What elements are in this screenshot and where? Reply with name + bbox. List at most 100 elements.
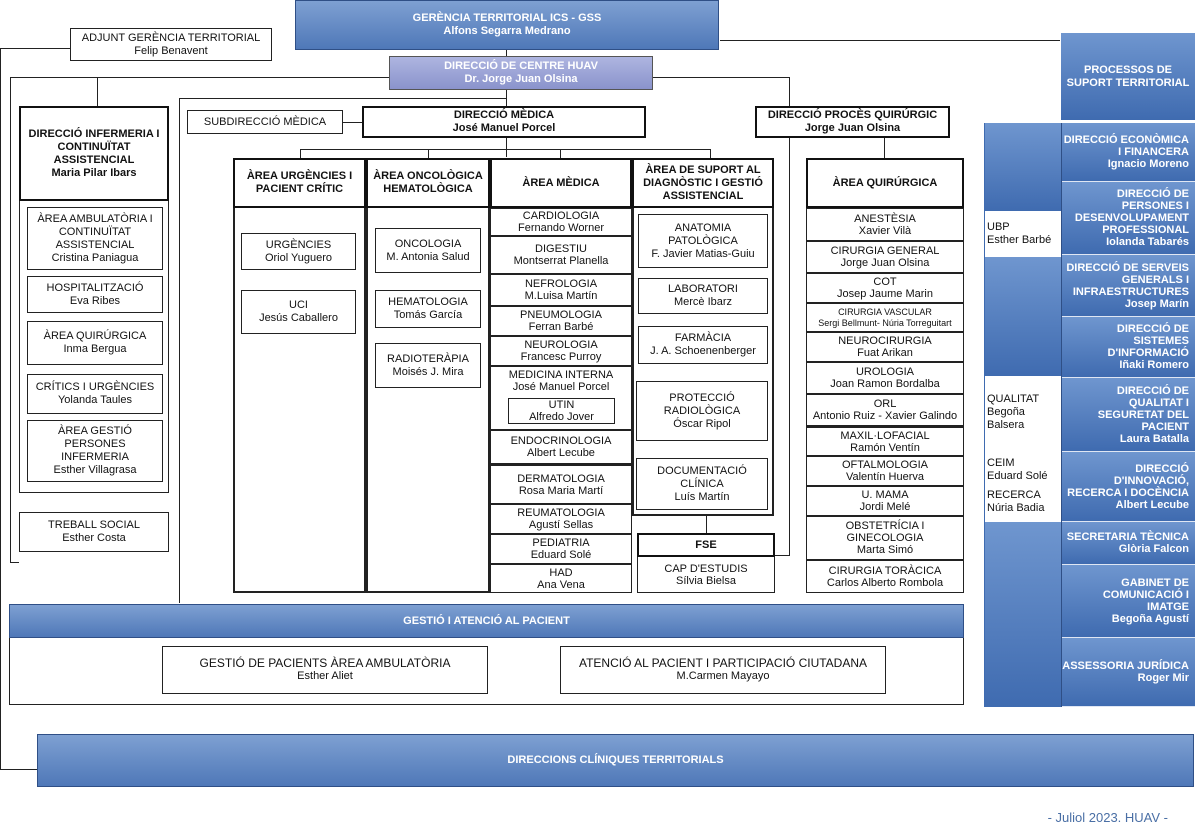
item-name: Óscar Ripol <box>673 417 731 430</box>
item-title: PROTECCIÓ RADIOLÒGICA <box>663 391 741 417</box>
right-panel-item: GABINET DE COMUNICACIÓ I IMATGE Begoña A… <box>1062 565 1195 638</box>
gerencia-box: GERÈNCIA TERRITORIAL ICS - GSS Alfons Se… <box>295 0 719 50</box>
item-title: ENDOCRINOLOGIA <box>510 435 612 447</box>
area-medica-item: CARDIOLOGIA Fernando Worner <box>490 208 632 236</box>
side-block <box>984 522 1061 707</box>
cap-estudis: CAP D'ESTUDIS Sílvia Bielsa <box>638 558 774 592</box>
item-name: Eduard Solé <box>530 549 592 561</box>
item-name: Esther Villagrasa <box>53 464 137 476</box>
side-name: Esther Barbé <box>987 234 1052 246</box>
treball-social-box: TREBALL SOCIAL Esther Costa <box>19 512 169 552</box>
right-panel-item: DIRECCIÓ DE PERSONES I DESENVOLUPAMENT P… <box>1062 182 1195 255</box>
connector-line <box>97 77 98 106</box>
connector-line <box>884 138 885 158</box>
item-title: DIRECCIÓ MÈDICA <box>453 109 555 121</box>
side-title: CEIM <box>987 457 1015 469</box>
item-title: SUBDIRECCIÓ MÈDICA <box>203 115 327 128</box>
connector-line <box>710 149 711 158</box>
side-name: Eduard Solé <box>987 470 1048 482</box>
item-name: Francesc Purroy <box>520 351 602 363</box>
item-title: CIRURGIA VASCULAR <box>838 306 932 317</box>
item-title: DIRECCIÓ DE SISTEMES D'INFORMACIÓ <box>1107 323 1189 359</box>
item-name: Carlos Alberto Rombola <box>826 576 944 589</box>
item-title: ANATOMIA PATOLÒGICA <box>668 221 738 247</box>
territorials-title: DIRECCIONS CLÍNIQUES TERRITORIALS <box>507 754 724 766</box>
infermeria-item: ÀREA GESTIÓ PERSONES INFERMERIA Esther V… <box>27 420 163 482</box>
item-name: Fernando Worner <box>517 222 604 234</box>
quirurgica-item: OFTALMOLOGIA Valentín Huerva <box>806 456 964 486</box>
quirurgica-item: U. MAMA Jordi Melé <box>806 486 964 516</box>
item-name: Esther Aliet <box>297 670 353 682</box>
item-title: UROLOGIA <box>855 366 915 378</box>
item-name: Eva Ribes <box>69 294 121 307</box>
item-title: CIRURGIA TORÀCICA <box>828 564 942 577</box>
processos-title: PROCESSOS DE SUPORT TERRITORIAL <box>1066 63 1190 89</box>
adjunt-title: ADJUNT GERÈNCIA TERRITORIAL <box>81 31 261 44</box>
item-name: Laura Batalla <box>1119 432 1189 445</box>
side-recerca: RECERCA Núria Badia <box>984 489 1061 515</box>
item-title: FARMÀCIA <box>674 332 732 344</box>
item-title: NEUROCIRURGIA <box>838 335 932 347</box>
right-panel-item: DIRECCIÓ DE SERVEIS GENERALS I INFRAESTR… <box>1062 255 1195 317</box>
item-title: ATENCIÓ AL PACIENT I PARTICIPACIÓ CIUTAD… <box>578 656 868 670</box>
area-medica-item: PEDIATRIA Eduard Solé <box>490 534 632 564</box>
item-title: GESTIÓ DE PACIENTS ÀREA AMBULATÒRIA <box>199 656 451 670</box>
side-qualitat: QUALITAT Begoña Balsera <box>984 393 1061 432</box>
item-name: Josep Marín <box>1124 297 1189 310</box>
item-name: Inma Bergua <box>63 343 127 355</box>
quirurgica-item: UROLOGIA Joan Ramon Bordalba <box>806 362 964 394</box>
oncologica-head: ÀREA ONCOLÒGICA HEMATOLÒGICA <box>366 158 490 208</box>
adjunt-name: Felip Benavent <box>134 44 208 57</box>
direccio-medica-box: DIRECCIÓ MÈDICA José Manuel Porcel <box>362 106 646 138</box>
gerencia-title: GERÈNCIA TERRITORIAL ICS - GSS <box>412 12 602 24</box>
connector-line <box>10 562 19 563</box>
item-name: José Manuel Porcel <box>512 381 610 393</box>
urgencies-head: ÀREA URGÈNCIES I PACIENT CRÍTIC <box>233 158 366 208</box>
side-title: QUALITAT <box>987 393 1040 405</box>
oncologica-item: HEMATOLOGIA Tomás García <box>375 290 481 328</box>
item-title: DIRECCIÓ DE SERVEIS GENERALS I INFRAESTR… <box>1066 261 1189 298</box>
connector-line <box>10 77 11 562</box>
item-title: HEMATOLOGIA <box>388 296 468 308</box>
connector-line <box>720 40 1060 41</box>
connector-line <box>428 149 429 158</box>
item-name: M.Luisa Martín <box>524 290 598 302</box>
item-title: UCI <box>289 299 308 311</box>
adjunt-box: ADJUNT GERÈNCIA TERRITORIAL Felip Benave… <box>70 28 272 61</box>
connector-line <box>506 138 507 157</box>
item-name: Antonio Ruiz - Xavier Galindo <box>812 410 958 422</box>
item-title: DIRECCIÓ ECONÒMICA I FINANCERA <box>1063 134 1189 158</box>
quirurgica-item: CIRURGIA GENERAL Jorge Juan Olsina <box>806 241 964 273</box>
item-title: LABORATORI <box>668 283 738 295</box>
centre-box: DIRECCIÓ DE CENTRE HUAV Dr. Jorge Juan O… <box>389 56 653 90</box>
oncologica-item: ONCOLOGIA M. Antonia Salud <box>375 228 481 273</box>
connector-line <box>10 77 390 78</box>
item-title: ÀREA GESTIÓ PERSONES INFERMERIA <box>58 425 132 463</box>
area-medica-item: PNEUMOLOGIA Ferran Barbé <box>490 306 632 336</box>
item-title: URGÈNCIES <box>265 238 332 251</box>
side-ceim: CEIM Eduard Solé <box>984 457 1061 483</box>
side-block <box>984 257 1061 376</box>
side-title: UBP <box>987 221 1010 233</box>
item-name: Jesús Caballero <box>259 312 338 324</box>
area-medica-item: REUMATOLOGIA Agustí Sellas <box>490 504 632 534</box>
item-title: MAXIL·LOFACIAL <box>840 429 930 442</box>
gestio-head: GESTIÓ I ATENCIÓ AL PACIENT <box>9 604 964 638</box>
connector-line <box>775 555 790 556</box>
quirurgica-item: MAXIL·LOFACIAL Ramón Ventín <box>806 426 964 456</box>
side-name: Balsera <box>987 419 1025 431</box>
oncologica-item: RADIOTERÀPIA Moisés J. Mira <box>375 343 481 388</box>
item-name: Sergi Bellmunt- Núria Torreguitart <box>818 317 952 328</box>
item-name: M. Antonia Salud <box>386 250 470 263</box>
subdireccio-medica-box: SUBDIRECCIÓ MÈDICA <box>187 110 343 134</box>
item-title: OBSTETRÍCIA I GINECOLOGIA <box>845 520 925 544</box>
infermeria-head-name: Maria Pilar Ibars <box>51 166 137 179</box>
item-name: Begoña Agustí <box>1111 613 1189 625</box>
item-title: HAD <box>549 566 573 579</box>
connector-line <box>652 77 789 78</box>
item-title: RADIOTERÀPIA <box>387 352 469 365</box>
right-panel-item: ASSESSORIA JURÍDICA Roger Mir <box>1062 638 1195 707</box>
side-divider <box>984 123 985 707</box>
item-title: DIRECCIÓ DE PERSONES I DESENVOLUPAMENT P… <box>1074 188 1189 236</box>
connector-line <box>506 50 507 56</box>
